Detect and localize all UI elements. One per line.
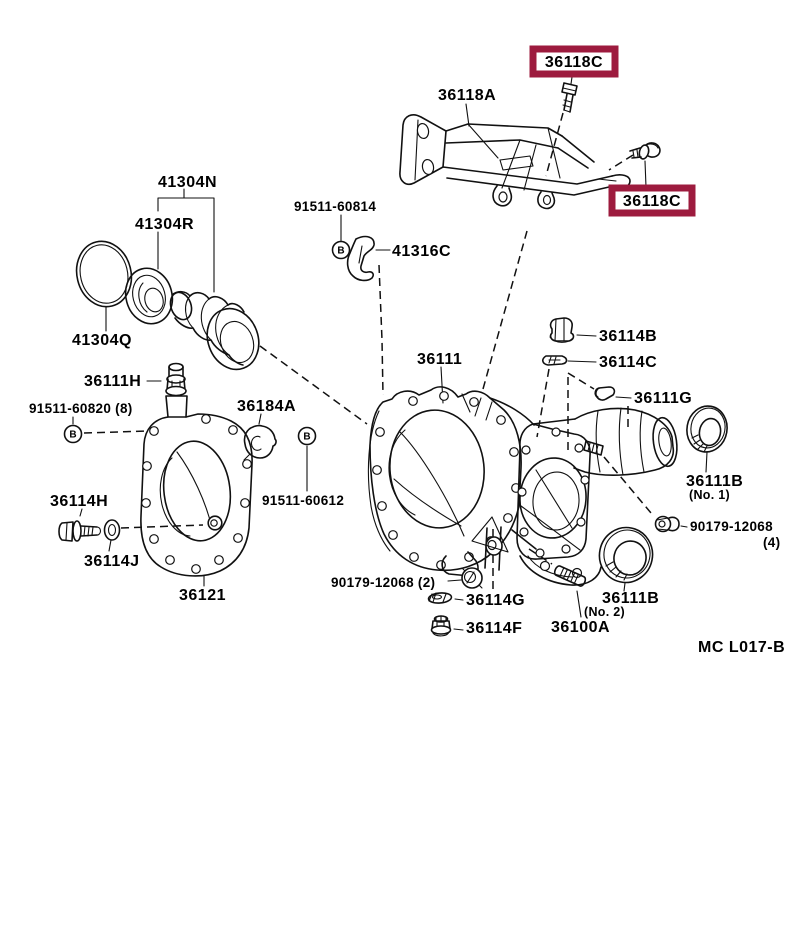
label-36111G: 36111G: [634, 390, 692, 407]
label-36111B-no1: 36111B: [686, 473, 743, 490]
label-41316C: 41316C: [392, 243, 451, 260]
label-36114J: 36114J: [84, 553, 140, 570]
label-41304N: 41304N: [158, 174, 217, 191]
circled-b-91511-60820: B: [63, 424, 83, 444]
part-washer-36114G: [427, 592, 453, 604]
part-seal-36111B-no2: [598, 526, 654, 584]
part-nut-36114F: [430, 615, 452, 637]
label-36111B-no2-sub: (No. 2): [584, 605, 625, 619]
highlighted-part-callout-36118C-side[interactable]: 36118C: [608, 184, 696, 217]
label-36121: 36121: [179, 587, 226, 604]
part-case-36111: [367, 386, 678, 586]
label-91511-60814: 91511-60814: [294, 199, 376, 214]
label-36114H: 36114H: [50, 493, 108, 510]
part-stud-36100A: [553, 565, 587, 587]
part-bracket-36118A: [399, 114, 631, 210]
part-cover-36121: [140, 395, 253, 577]
highlight-box[interactable]: [529, 45, 619, 78]
figure-code: MC L017-B: [698, 639, 785, 656]
label-36111B-no1-sub: (No. 1): [689, 488, 730, 502]
label-36114G: 36114G: [466, 592, 525, 609]
label-36114B: 36114B: [599, 328, 657, 345]
label-36118C-side[interactable]: 36118C: [623, 193, 681, 210]
label-36100A: 36100A: [551, 619, 610, 636]
label-36111B-no2: 36111B: [602, 590, 659, 607]
part-boot-41304N: [169, 290, 260, 371]
part-nut-90179-12068: [654, 515, 680, 533]
highlighted-part-callout-36118C-top[interactable]: 36118C: [529, 45, 619, 78]
part-plug-36114B: [549, 317, 575, 343]
part-number-labels: 36118A 41304N 41304R 41304Q 91511-60814 …: [29, 87, 785, 656]
label-36114F: 36114F: [466, 620, 522, 637]
label-36184A: 36184A: [237, 398, 296, 415]
leader-lines: [72, 76, 708, 631]
part-bolt-36118C-top: [561, 82, 578, 113]
label-90179-12068: 90179-12068: [690, 519, 773, 534]
label-36111H: 36111H: [84, 373, 141, 390]
label-91511-60612: 91511-60612: [262, 493, 344, 508]
label-36118A: 36118A: [438, 87, 496, 104]
label-90179-12068-2: 90179-12068 (2): [331, 575, 435, 590]
label-36114C: 36114C: [599, 354, 657, 371]
part-bolt-36114H: [58, 520, 102, 542]
part-seal-36111B-no1: [686, 405, 728, 453]
part-gasket-36114C: [542, 355, 568, 366]
part-clip-41316C: [346, 235, 375, 282]
part-bolt-90179-12068-2: [461, 567, 483, 589]
part-oring-41304Q: [75, 240, 133, 308]
label-41304Q: 41304Q: [72, 332, 132, 349]
label-36111: 36111: [417, 351, 462, 368]
part-seal-41304R: [124, 267, 174, 325]
part-washer-36114J: [103, 519, 121, 541]
circled-b-letter: B: [337, 246, 344, 257]
circled-b-letter: B: [303, 432, 310, 443]
label-90179-12068-qty: (4): [763, 535, 780, 550]
circled-b-91511-60612: B: [297, 426, 317, 446]
highlight-box[interactable]: [608, 184, 696, 217]
circled-b-letter: B: [69, 430, 76, 441]
label-41304R: 41304R: [135, 216, 194, 233]
part-breather-36111H: [165, 362, 187, 397]
part-pin-36111G: [594, 386, 616, 401]
label-91511-60820: 91511-60820 (8): [29, 401, 133, 416]
circled-b-91511-60814: B: [331, 240, 351, 260]
part-plug-36184A: [243, 424, 277, 461]
part-bolt-36118C-side: [629, 142, 661, 160]
label-36118C-top[interactable]: 36118C: [545, 54, 603, 71]
